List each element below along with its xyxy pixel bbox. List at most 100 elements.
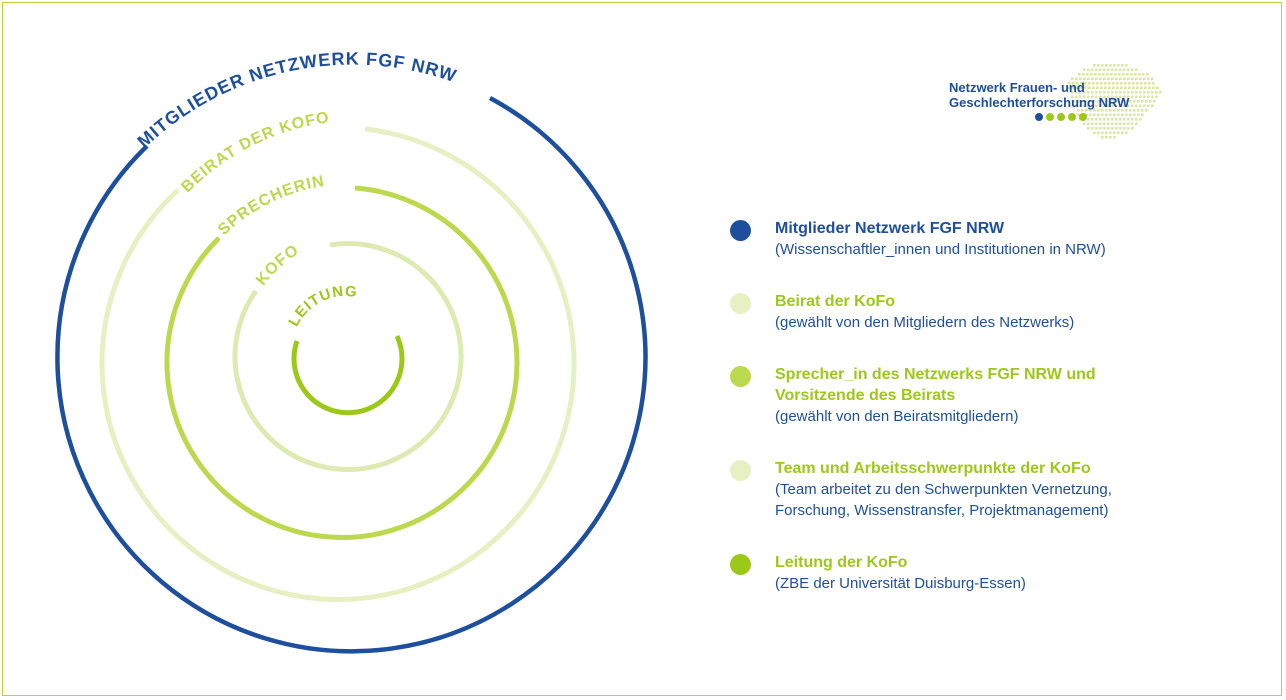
map-dot	[1097, 131, 1100, 135]
map-dot	[1095, 104, 1098, 108]
map-dot	[1113, 64, 1116, 67]
map-dot	[1104, 86, 1107, 90]
ring-leitung	[291, 334, 405, 416]
map-dot	[1099, 104, 1102, 108]
map-dot	[1151, 104, 1154, 108]
map-dot	[1093, 64, 1096, 67]
map-dot	[1093, 113, 1096, 117]
map-dot	[1088, 86, 1091, 90]
map-dot	[1103, 68, 1106, 72]
map-dot	[1115, 122, 1118, 126]
map-dot	[1098, 73, 1101, 76]
map-dot	[1079, 104, 1082, 108]
map-dot	[1101, 64, 1104, 67]
map-dot	[1102, 73, 1105, 76]
map-dot	[1079, 91, 1082, 94]
map-dot	[1101, 113, 1104, 117]
map-dot	[1123, 91, 1126, 94]
map-dot	[1118, 73, 1121, 76]
logo-dot	[1068, 113, 1076, 121]
map-dot	[1113, 109, 1116, 112]
map-dot	[1077, 100, 1080, 103]
map-dot	[1107, 91, 1110, 94]
map-dot	[1111, 122, 1114, 126]
map-dot	[1131, 68, 1134, 72]
map-dot	[1113, 136, 1116, 139]
map-dot	[1092, 82, 1095, 85]
map-dot	[1116, 86, 1119, 90]
map-dot	[1144, 86, 1147, 90]
map-dot	[1132, 82, 1135, 85]
map-dot	[1099, 68, 1102, 72]
map-dot	[1133, 100, 1136, 103]
map-dot	[1111, 68, 1114, 72]
map-dot	[1125, 100, 1128, 103]
map-dot	[1127, 68, 1130, 72]
map-dot	[1097, 109, 1100, 112]
map-dot	[1084, 86, 1087, 90]
ring-beirat	[99, 126, 577, 602]
logo-line1: Netzwerk Frauen- und	[949, 80, 1085, 95]
map-dot	[1151, 91, 1154, 94]
map-dot	[1148, 86, 1151, 90]
map-dot	[1141, 113, 1144, 117]
map-dot	[1147, 104, 1150, 108]
map-dot	[1127, 91, 1130, 94]
map-dot	[1127, 122, 1130, 126]
map-dot	[1123, 95, 1126, 99]
map-dot	[1149, 100, 1152, 103]
map-dot	[1120, 82, 1123, 85]
logo-line2: Geschlechterforschung	[949, 95, 1095, 110]
map-dot	[1127, 104, 1130, 108]
ring-sprecherin	[164, 185, 520, 541]
map-dot	[1089, 113, 1092, 117]
logo: Netzwerk Frauen- und Geschlechterforschu…	[943, 56, 1163, 146]
map-dot	[1071, 95, 1074, 99]
map-dot	[1105, 64, 1108, 67]
map-dot	[1085, 109, 1088, 112]
map-dot	[1125, 109, 1128, 112]
map-dot	[1129, 100, 1132, 103]
map-dot	[1093, 100, 1096, 103]
map-dot	[1099, 118, 1102, 121]
map-dot	[1128, 82, 1131, 85]
map-dot	[1107, 77, 1110, 81]
map-dot	[1083, 68, 1086, 72]
map-dot	[1112, 86, 1115, 90]
map-dot	[1103, 118, 1106, 121]
map-dot	[1087, 104, 1090, 108]
map-dot	[1143, 77, 1146, 81]
map-dot	[1101, 109, 1104, 112]
map-dot	[1151, 95, 1154, 99]
map-dot	[1115, 91, 1118, 94]
map-dot	[1080, 82, 1083, 85]
map-dot	[1101, 136, 1104, 139]
map-dot	[1120, 86, 1123, 90]
map-dot	[1087, 95, 1090, 99]
map-dot	[1099, 127, 1102, 130]
legend-dot	[730, 366, 751, 387]
map-dot	[1107, 118, 1110, 121]
map-dot	[1127, 95, 1130, 99]
legend-dot	[730, 554, 751, 575]
map-dot	[1117, 113, 1120, 117]
map-dot	[1117, 100, 1120, 103]
logo-text: Netzwerk Frauen- und Geschlechterforschu…	[949, 80, 1129, 110]
map-dot	[1097, 100, 1100, 103]
map-dot	[1095, 118, 1098, 121]
map-dot	[1137, 100, 1140, 103]
map-dot	[1121, 131, 1124, 135]
map-dot	[1081, 100, 1084, 103]
legend-sub: (gewählt von den Beiratsmitgliedern)	[775, 408, 1019, 425]
map-dot	[1105, 100, 1108, 103]
map-dot	[1107, 104, 1110, 108]
map-dot	[1119, 91, 1122, 94]
map-dot	[1123, 104, 1126, 108]
map-dot	[1115, 68, 1118, 72]
map-dot	[1091, 91, 1094, 94]
map-dot	[1119, 77, 1122, 81]
logo-dot	[1057, 113, 1065, 121]
map-dot	[1129, 113, 1132, 117]
map-dot	[1124, 86, 1127, 90]
map-dot	[1134, 73, 1137, 76]
